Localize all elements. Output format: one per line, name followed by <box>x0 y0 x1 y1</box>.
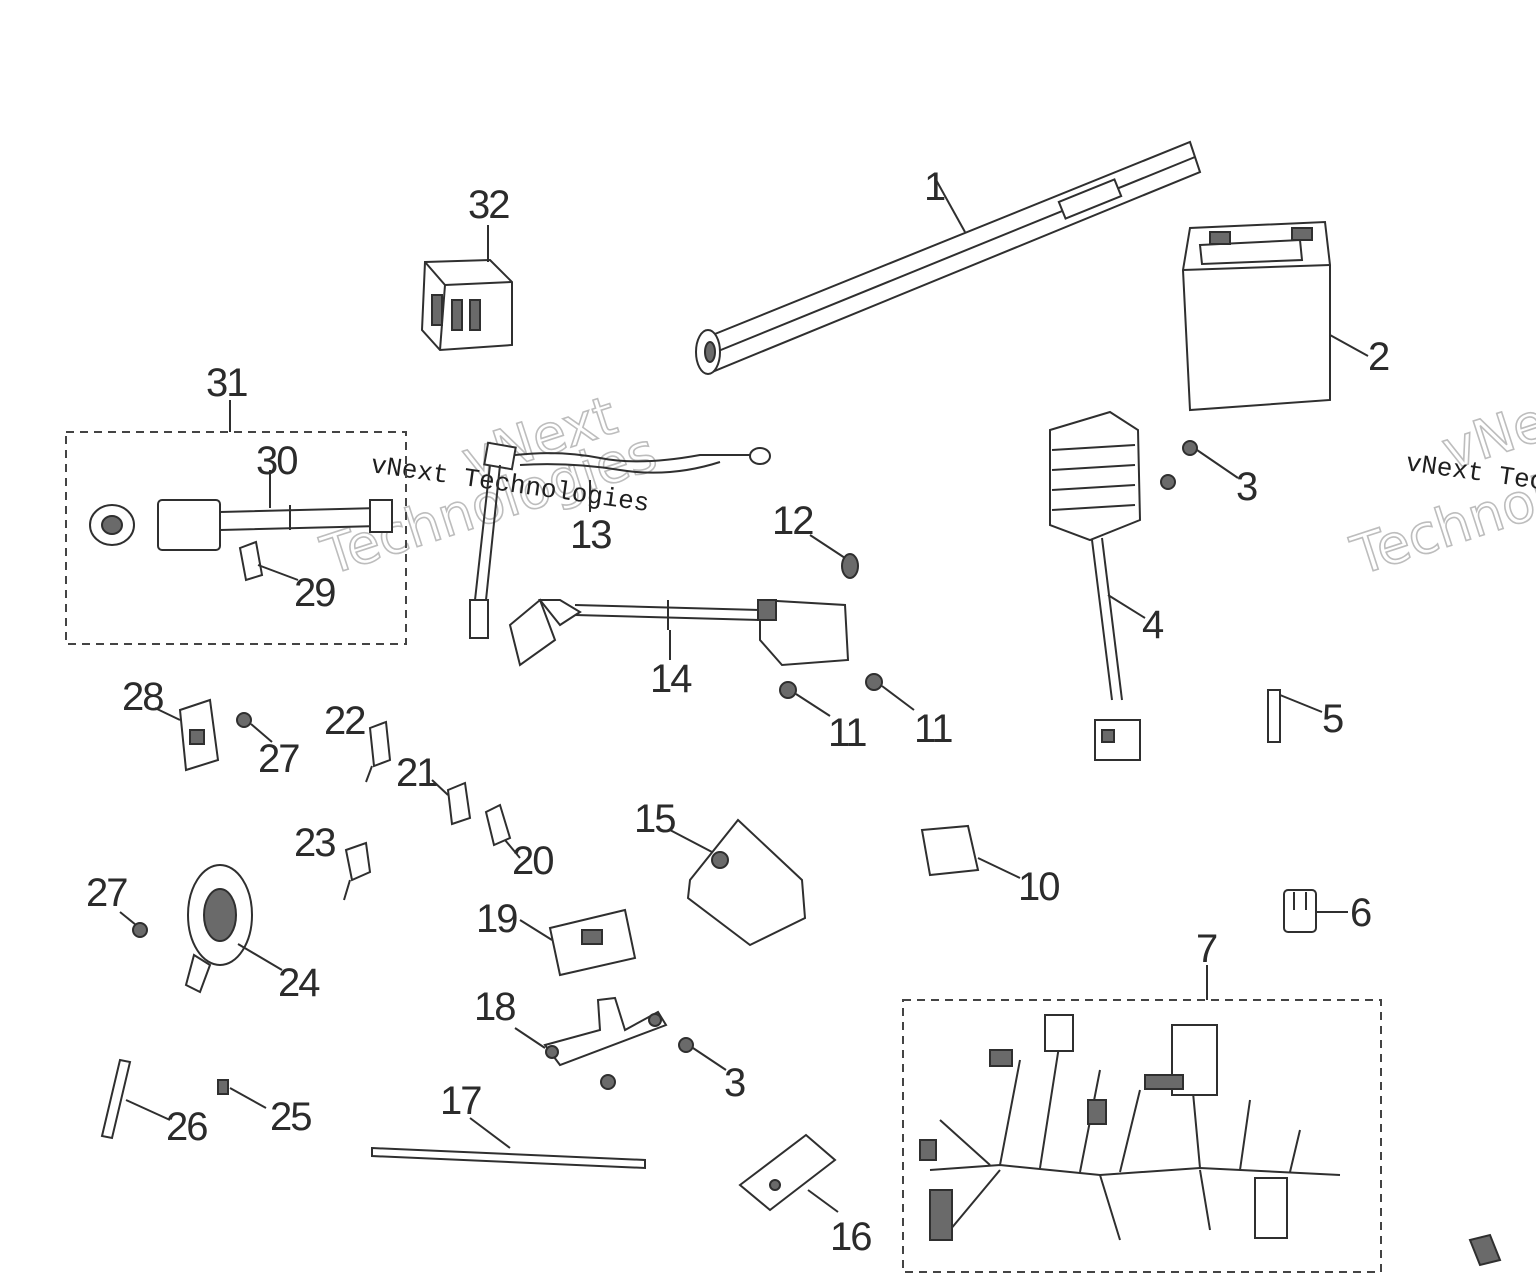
part-2-battery <box>1181 220 1369 412</box>
part-17-rod <box>371 1117 646 1170</box>
part-10-module <box>920 824 1021 879</box>
callout-24: 24 <box>278 961 320 1005</box>
callout-14: 14 <box>650 657 692 701</box>
callout-11-right: 11 <box>914 707 952 751</box>
callout-27-upper: 27 <box>258 737 299 781</box>
part-20-socket <box>484 803 521 859</box>
callout-13: 13 <box>570 513 611 557</box>
part-27-bolts <box>119 712 273 938</box>
part-25-clip <box>217 1079 267 1109</box>
callout-16: 16 <box>830 1215 871 1259</box>
part-23-socket <box>343 841 372 901</box>
callout-28: 28 <box>122 675 163 719</box>
part-7-wiring-harness <box>902 965 1382 1273</box>
callout-23: 23 <box>294 821 335 865</box>
callout-10: 10 <box>1018 865 1059 909</box>
part-5-fuse <box>1267 689 1323 743</box>
part-26-strap <box>100 1058 171 1140</box>
part-4-regulator <box>1049 410 1146 761</box>
part-31-ignition-switch-kit <box>65 400 407 645</box>
callout-4: 4 <box>1142 603 1164 647</box>
part-24-horn <box>184 864 283 994</box>
part-12-grommet <box>809 534 859 579</box>
callout-6: 6 <box>1350 891 1371 935</box>
part-16-clamp <box>738 1133 839 1213</box>
callout-labels: 1 2 3 3 4 5 6 7 10 11 11 12 13 14 15 16 … <box>86 165 1391 1259</box>
part-3-bolts-top <box>1160 440 1239 490</box>
part-bolt-bottom-right <box>1468 1233 1502 1267</box>
part-14-ignition-coil <box>508 598 850 667</box>
callout-32: 32 <box>468 183 509 227</box>
part-18-bracket <box>514 996 668 1090</box>
callout-20: 20 <box>512 839 553 883</box>
callout-31: 31 <box>206 361 247 405</box>
callout-11-left: 11 <box>828 711 866 755</box>
part-28-switch <box>154 698 220 772</box>
part-32-control-box <box>420 225 513 352</box>
callout-1: 1 <box>924 165 945 209</box>
watermark-group: vNext Technologies vNext Technologies vN… <box>313 373 1536 589</box>
callout-3-top: 3 <box>1236 465 1257 509</box>
callout-27-lower: 27 <box>86 871 127 915</box>
callout-7: 7 <box>1196 927 1217 971</box>
callout-29: 29 <box>294 571 335 615</box>
part-21-socket <box>431 779 472 826</box>
callout-26: 26 <box>166 1105 207 1149</box>
callout-12: 12 <box>772 499 813 543</box>
part-11-nuts <box>779 673 915 717</box>
part-1-tube <box>695 140 1202 375</box>
part-15-cdi <box>669 818 807 947</box>
callout-3-lower: 3 <box>724 1061 745 1105</box>
callout-21: 21 <box>396 751 437 795</box>
part-22-socket <box>365 720 392 783</box>
part-3-bolt-lower <box>678 1037 727 1071</box>
callout-17: 17 <box>440 1079 481 1123</box>
callout-5: 5 <box>1322 697 1343 741</box>
callout-30: 30 <box>256 439 297 483</box>
callout-22: 22 <box>324 699 365 743</box>
callout-19: 19 <box>476 897 517 941</box>
callout-18: 18 <box>474 985 515 1029</box>
part-19-plate <box>519 908 637 977</box>
callout-15: 15 <box>634 797 675 841</box>
callout-25: 25 <box>270 1095 311 1139</box>
callout-2: 2 <box>1368 335 1389 379</box>
part-6-relay <box>1283 889 1348 933</box>
part-13-coiled-wire <box>469 441 771 639</box>
